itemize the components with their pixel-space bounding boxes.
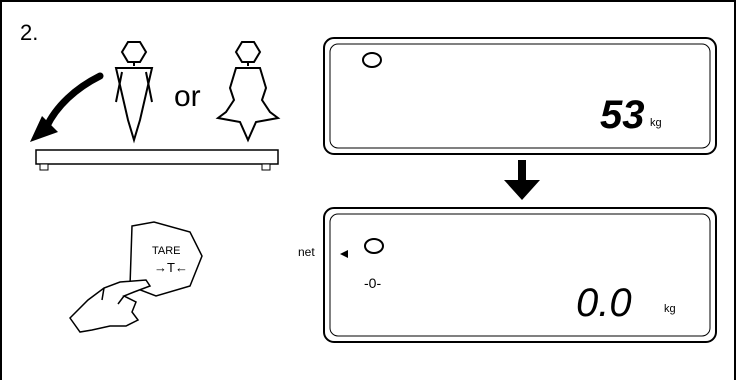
person-icon bbox=[114, 41, 154, 144]
display-panel-bottom: net -0- 0.0 kg bbox=[298, 207, 717, 343]
stable-indicator-icon bbox=[364, 238, 384, 254]
down-arrow-icon bbox=[504, 160, 540, 200]
top-weight-readout: 53 bbox=[600, 93, 645, 137]
zero-indicator: -0- bbox=[364, 275, 381, 291]
net-label: net bbox=[298, 245, 315, 259]
display-panel-top: 53 kg bbox=[323, 37, 717, 155]
top-unit: kg bbox=[650, 117, 662, 129]
or-text: or bbox=[174, 80, 201, 113]
stable-indicator-icon bbox=[362, 52, 382, 68]
pointing-hand-icon bbox=[69, 279, 152, 333]
bottom-weight-readout: 0.0 bbox=[576, 281, 632, 325]
person-icon bbox=[215, 41, 281, 143]
net-indicator-icon bbox=[340, 250, 348, 258]
step-number: 2. bbox=[20, 20, 38, 45]
leave-arrow-icon bbox=[30, 72, 104, 142]
tare-key-symbol: →T← bbox=[154, 260, 188, 275]
scale-platform bbox=[35, 149, 279, 171]
tare-key-label: TARE bbox=[152, 245, 181, 257]
tare-key: TARE →T← bbox=[129, 221, 203, 297]
bottom-unit: kg bbox=[664, 303, 676, 315]
